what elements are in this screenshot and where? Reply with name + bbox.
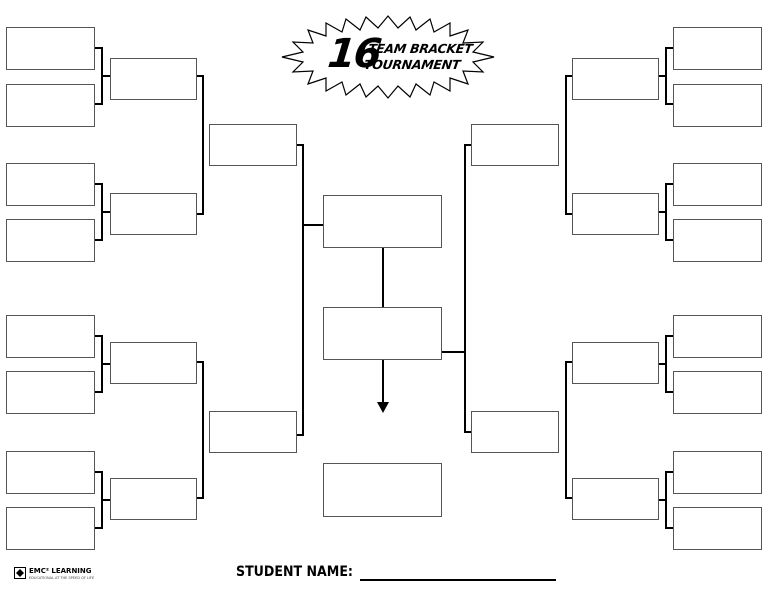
left-round1-slot-6[interactable]	[6, 371, 95, 414]
right-round1-slot-8[interactable]	[673, 507, 762, 550]
emc-learning-logo: EMC² LEARNING	[14, 567, 92, 579]
left-round1-slot-8[interactable]	[6, 507, 95, 550]
left-round1-slot-1[interactable]	[6, 27, 95, 70]
right-round1-slot-6[interactable]	[673, 371, 762, 414]
right-round1-slot-3[interactable]	[673, 163, 762, 206]
left-round2-slot-3[interactable]	[110, 342, 197, 384]
final-slot-2[interactable]	[323, 307, 442, 360]
left-round2-slot-1[interactable]	[110, 58, 197, 100]
logo-tagline: EDUCATIONAL AT THE SPEED OF LIFE	[29, 576, 95, 580]
student-name-field[interactable]	[359, 563, 556, 581]
left-round1-slot-3[interactable]	[6, 163, 95, 206]
right-round2-slot-4[interactable]	[572, 478, 659, 520]
right-round3-slot-2[interactable]	[471, 411, 559, 453]
title-starburst	[281, 15, 495, 99]
student-name-row: STUDENT NAME:	[236, 563, 556, 581]
left-round2-slot-2[interactable]	[110, 193, 197, 235]
right-round1-slot-1[interactable]	[673, 27, 762, 70]
left-round1-slot-2[interactable]	[6, 84, 95, 127]
title-line-1: TEAM BRACKET	[367, 41, 474, 56]
title-line-2: TOURNAMENT	[363, 57, 462, 72]
final-slot-1[interactable]	[323, 195, 442, 248]
left-round1-slot-4[interactable]	[6, 219, 95, 262]
left-round3-slot-1[interactable]	[209, 124, 297, 166]
left-round2-slot-4[interactable]	[110, 478, 197, 520]
right-round1-slot-5[interactable]	[673, 315, 762, 358]
champion-slot[interactable]	[323, 463, 442, 517]
left-round1-slot-7[interactable]	[6, 451, 95, 494]
right-round1-slot-7[interactable]	[673, 451, 762, 494]
right-round2-slot-1[interactable]	[572, 58, 659, 100]
left-round3-slot-2[interactable]	[209, 411, 297, 453]
right-round2-slot-3[interactable]	[572, 342, 659, 384]
student-name-label: STUDENT NAME:	[236, 564, 353, 580]
right-round3-slot-1[interactable]	[471, 124, 559, 166]
logo-mark-icon	[14, 567, 26, 579]
left-round1-slot-5[interactable]	[6, 315, 95, 358]
right-round2-slot-2[interactable]	[572, 193, 659, 235]
right-round1-slot-2[interactable]	[673, 84, 762, 127]
right-round1-slot-4[interactable]	[673, 219, 762, 262]
logo-name: EMC² LEARNING	[29, 567, 92, 575]
